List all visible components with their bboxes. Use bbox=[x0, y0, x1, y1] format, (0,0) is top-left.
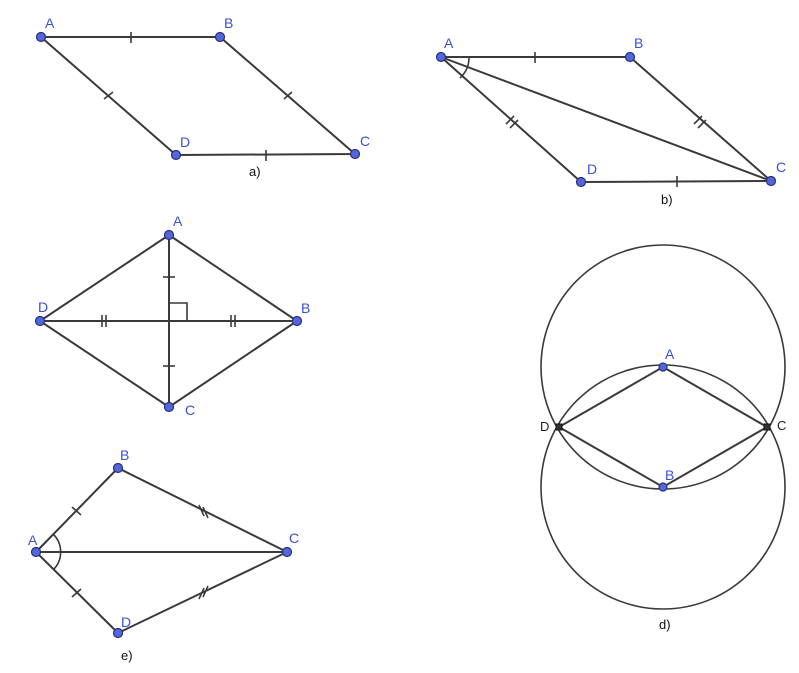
point-d-a bbox=[170, 149, 182, 161]
tick-bc-b-2 bbox=[697, 119, 707, 129]
tick-bc-e-1 bbox=[198, 504, 205, 517]
angle-arc-a-e bbox=[52, 533, 62, 571]
parallelogram-abcd-a bbox=[38, 36, 358, 157]
figure-b: A B C D b) bbox=[435, 35, 786, 207]
figure-c: A B C D bbox=[34, 213, 310, 418]
point-d-e bbox=[112, 627, 124, 639]
tick-dc-e-2 bbox=[202, 585, 209, 598]
point-a-b bbox=[435, 51, 447, 63]
caption-e: e) bbox=[121, 648, 133, 663]
label-a-e: A bbox=[28, 532, 38, 548]
point-b-d bbox=[658, 482, 668, 492]
label-d-e: D bbox=[121, 614, 131, 630]
angle-arc-a-b bbox=[459, 56, 470, 79]
label-d-b: D bbox=[587, 161, 597, 177]
tick-ad-a bbox=[103, 91, 114, 100]
tick-bc-b-1 bbox=[693, 115, 703, 125]
tick-bc-e-2 bbox=[202, 506, 209, 519]
right-angle-mark-c bbox=[169, 302, 188, 321]
label-c-d: C bbox=[777, 418, 786, 433]
kite-abcd-e bbox=[34, 466, 290, 635]
tick-ad-b-1 bbox=[505, 115, 515, 125]
caption-b: b) bbox=[661, 192, 673, 207]
label-b-b: B bbox=[634, 35, 643, 51]
point-c-d bbox=[763, 423, 771, 431]
label-b-a: B bbox=[224, 15, 233, 31]
point-c-c bbox=[163, 401, 175, 413]
label-a-c: A bbox=[173, 213, 183, 229]
point-b-a bbox=[214, 31, 226, 43]
label-a-d: A bbox=[665, 346, 675, 362]
tick-ad-b-2 bbox=[509, 119, 519, 129]
caption-d: d) bbox=[659, 617, 671, 632]
caption-a: a) bbox=[249, 164, 261, 179]
label-c-c: C bbox=[185, 402, 195, 418]
point-d-b bbox=[575, 176, 587, 188]
tick-dc-e-1 bbox=[198, 587, 205, 600]
point-b-e bbox=[112, 462, 124, 474]
rhombus-abcd-d bbox=[556, 365, 770, 489]
point-b-b bbox=[624, 51, 636, 63]
tick-ab-e bbox=[71, 506, 82, 516]
label-b-c: B bbox=[301, 300, 310, 316]
point-a-c bbox=[163, 229, 175, 241]
point-d-d bbox=[555, 423, 563, 431]
point-c-a bbox=[349, 148, 361, 160]
point-d-c bbox=[34, 315, 46, 327]
point-c-e bbox=[281, 546, 293, 558]
label-d-d: D bbox=[540, 419, 549, 434]
tick-bc-a bbox=[283, 91, 293, 100]
label-a-a: A bbox=[45, 15, 55, 31]
diagonal-ac-b bbox=[440, 56, 772, 182]
label-c-e: C bbox=[289, 530, 299, 546]
label-c-a: C bbox=[360, 133, 370, 149]
label-b-e: B bbox=[120, 447, 129, 463]
label-d-a: D bbox=[180, 134, 190, 150]
point-a-a bbox=[35, 31, 47, 43]
point-a-d bbox=[658, 362, 668, 372]
figure-e: A B C D e) bbox=[28, 447, 299, 663]
point-c-b bbox=[765, 175, 777, 187]
point-b-c bbox=[291, 315, 303, 327]
point-a-e bbox=[30, 546, 42, 558]
figure-d: A B C D d) bbox=[540, 244, 786, 632]
label-c-b: C bbox=[776, 159, 786, 175]
tick-ad-e bbox=[71, 588, 82, 598]
label-b-d: B bbox=[665, 467, 674, 483]
label-d-c: D bbox=[38, 299, 48, 315]
label-a-b: A bbox=[444, 35, 454, 51]
figure-a: A B C D a) bbox=[35, 15, 370, 179]
